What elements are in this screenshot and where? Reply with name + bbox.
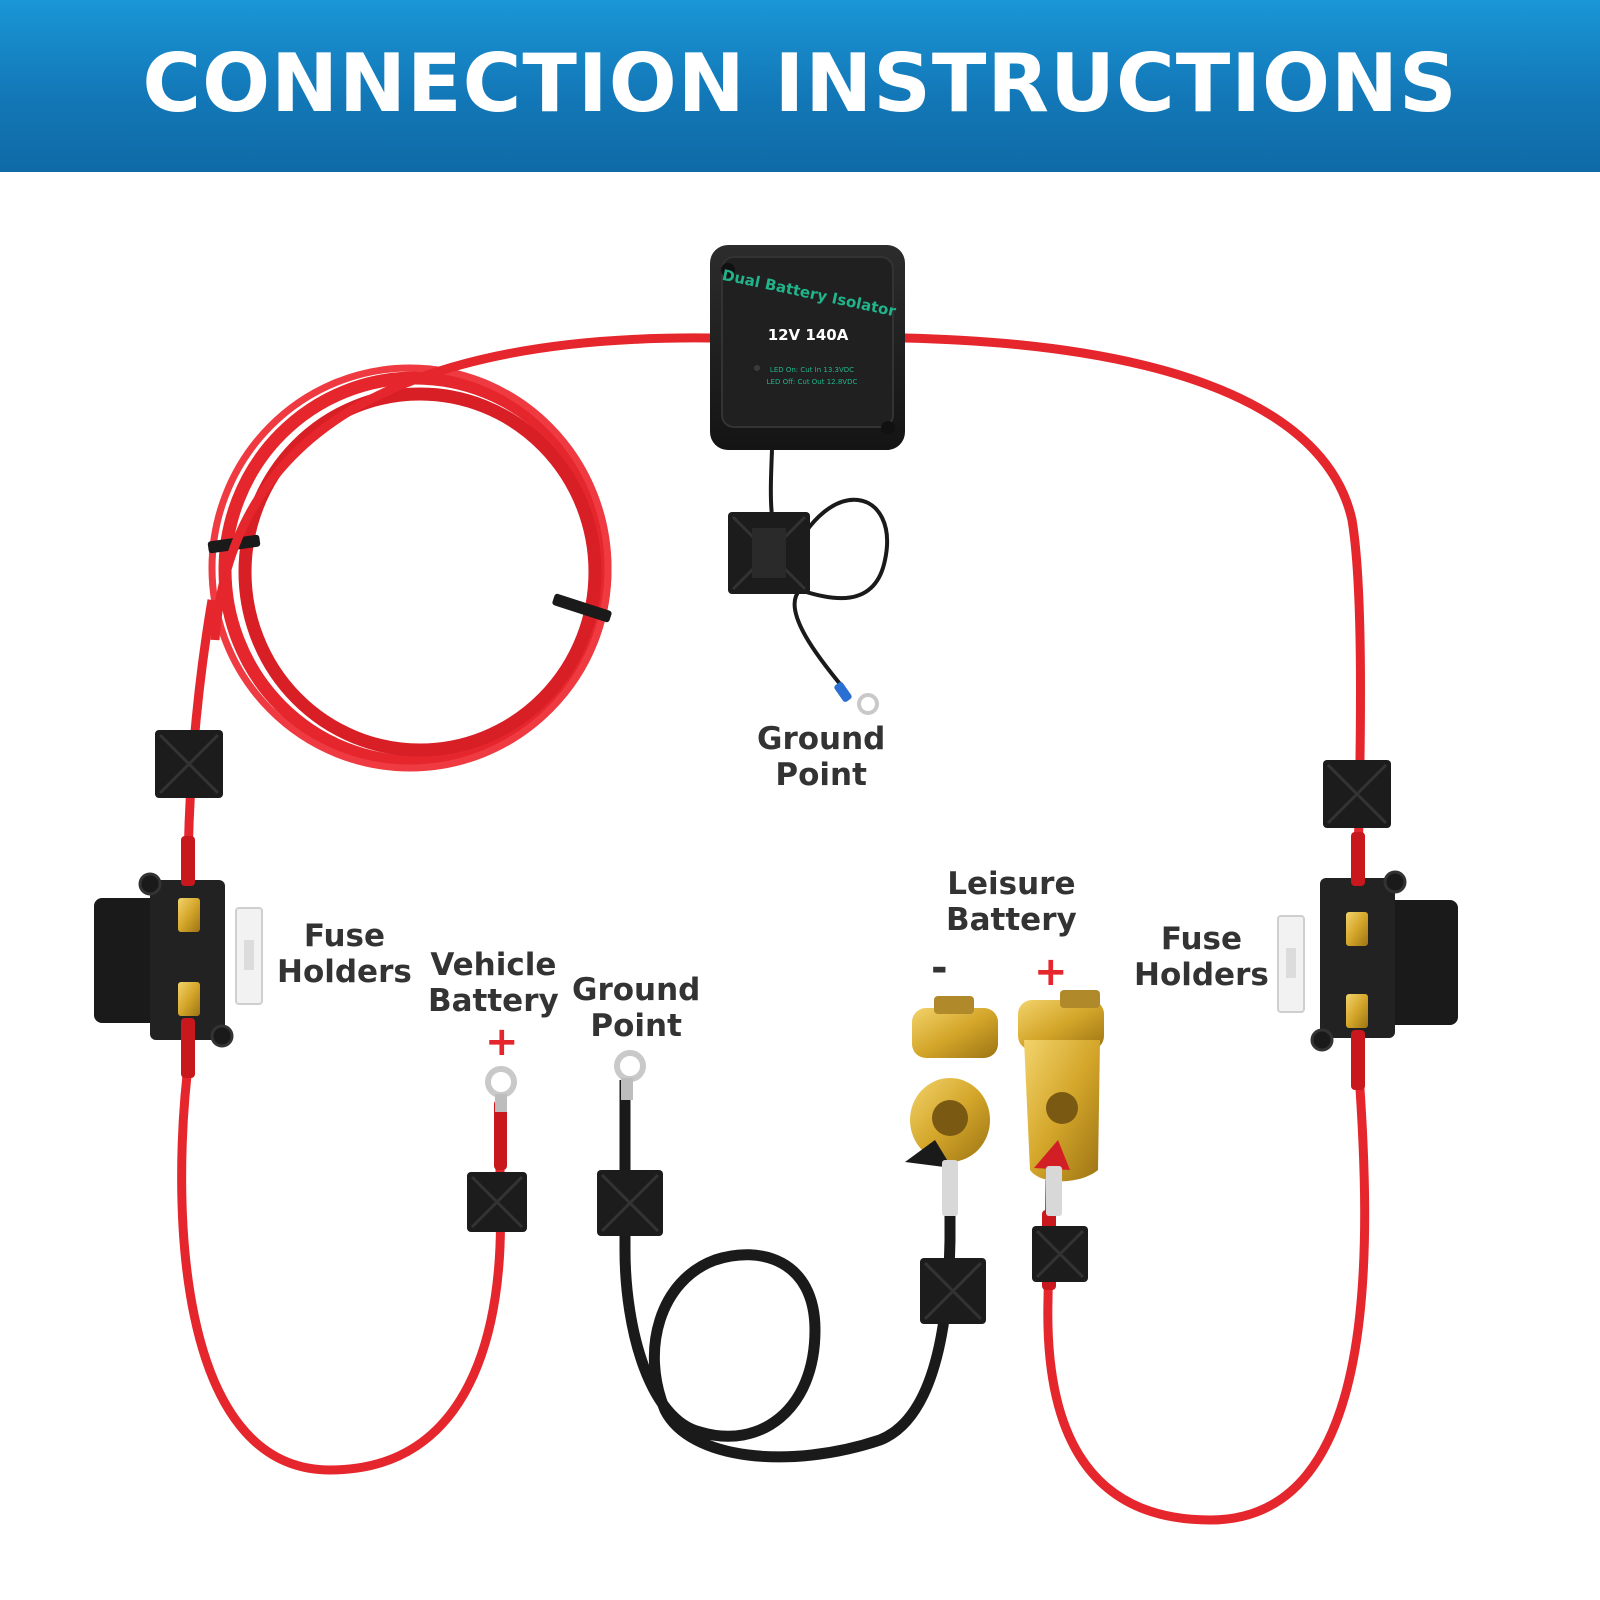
black-ground-cable <box>619 1080 956 1463</box>
heat-shrink <box>494 1100 507 1170</box>
tie-mount <box>155 730 223 798</box>
battery-clamp-negative <box>905 996 998 1216</box>
battery-clamp-positive <box>1018 990 1104 1216</box>
ground-ring-terminal <box>614 1050 646 1100</box>
leisure-battery-plus-sign: + <box>1034 949 1068 995</box>
blue-crimp <box>834 682 852 702</box>
dual-battery-isolator: Dual Battery Isolator 12V 140A LED On: C… <box>710 245 905 450</box>
vehicle-battery-plus-sign: + <box>485 1019 519 1065</box>
fuse-holder-left <box>94 836 234 1078</box>
fuse-left <box>235 907 263 1005</box>
label-leisure-battery: Leisure Battery <box>946 866 1077 938</box>
tie-mount <box>920 1258 986 1324</box>
vehicle-battery-ring-terminal <box>485 1066 517 1112</box>
tie-mount <box>467 1172 527 1232</box>
page-title: CONNECTION INSTRUCTIONS <box>142 37 1458 130</box>
red-cable-coil <box>208 364 612 772</box>
fuse-holder-right <box>1310 832 1458 1090</box>
label-fuse-holders-right: Fuse Holders <box>1134 921 1269 993</box>
label-ground-point-bottom: Ground Point <box>572 972 701 1044</box>
label-ground-point-top: Ground Point <box>757 721 886 793</box>
red-cable-left-lower <box>177 1049 505 1475</box>
isolator-spec-2: LED Off: Cut Out 12.8VDC <box>767 378 858 386</box>
isolator-spec-1: LED On: Cut In 13.3VDC <box>770 366 854 374</box>
cable-tie <box>552 593 612 623</box>
wiring-diagram: Dual Battery Isolator 12V 140A LED On: C… <box>94 245 1458 1525</box>
fuse-right <box>1277 915 1305 1013</box>
tie-mount <box>1032 1226 1088 1282</box>
red-cable-main <box>210 333 1365 861</box>
tie-mount <box>728 512 810 594</box>
tie-mount <box>597 1170 663 1236</box>
ground-ring-small <box>857 693 879 715</box>
label-fuse-holders-left: Fuse Holders <box>277 918 412 990</box>
header-banner: CONNECTION INSTRUCTIONS <box>0 0 1600 172</box>
tie-mount <box>1323 760 1391 828</box>
red-cable-right-lower <box>1043 1059 1370 1525</box>
leisure-battery-minus-sign: - <box>931 945 948 991</box>
isolator-rating: 12V 140A <box>768 326 849 344</box>
label-vehicle-battery: Vehicle Battery <box>428 947 559 1019</box>
